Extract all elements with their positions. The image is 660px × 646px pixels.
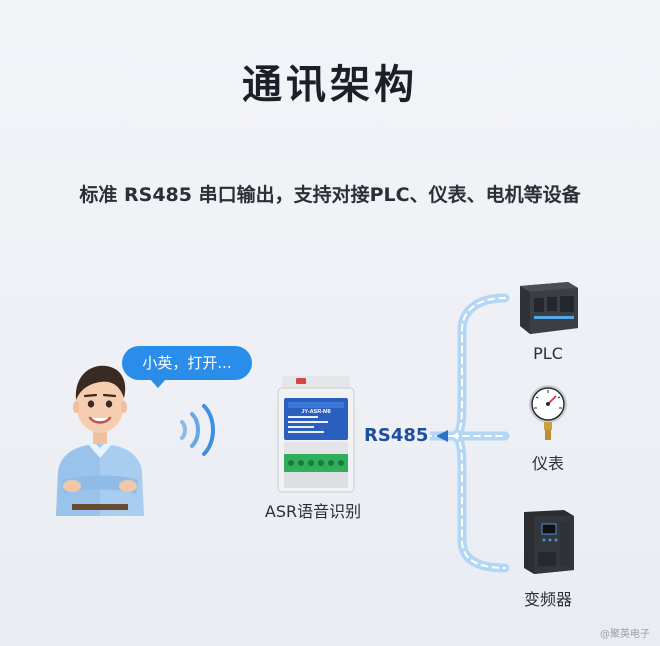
watermark: @聚英电子 xyxy=(600,629,650,640)
endpoint-label-meter: 仪表 xyxy=(531,454,564,473)
pressure-gauge-icon xyxy=(529,385,567,440)
page-title: 通讯架构 xyxy=(242,62,418,108)
speech-bubble: 小英，打开... xyxy=(122,346,252,388)
endpoint-label-inverter: 变频器 xyxy=(523,590,572,609)
person-avatar xyxy=(56,365,144,516)
inverter-icon xyxy=(524,510,574,574)
plc-icon xyxy=(520,282,578,334)
wireless-signal-icon xyxy=(180,404,215,456)
subtitle: 标准 RS485 串口输出，支持对接PLC、仪表、电机等设备 xyxy=(79,184,581,206)
sound-wave-icon xyxy=(294,116,361,150)
asr-module-device: JY-ASR-M8 xyxy=(277,376,355,493)
endpoint-label-plc: PLC xyxy=(533,344,563,363)
asr-device-label: ASR语音识别 xyxy=(264,502,362,521)
rs485-bus-label: RS485 xyxy=(362,425,431,446)
device-model-text: JY-ASR-M8 xyxy=(301,409,330,415)
